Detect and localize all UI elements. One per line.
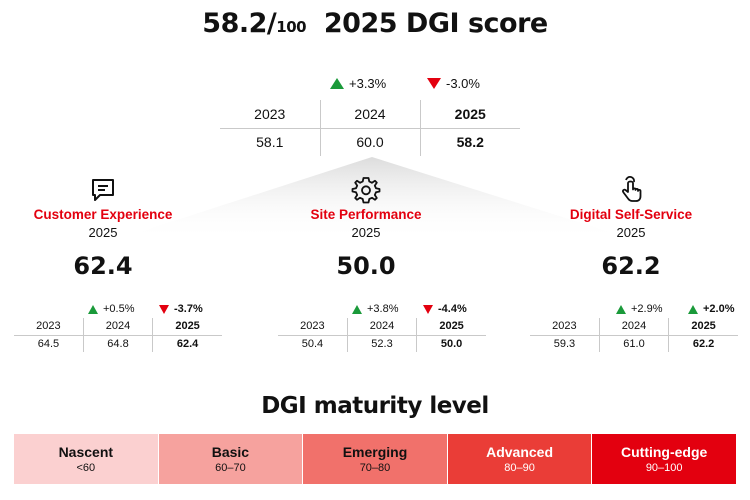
change-value: -3.0% bbox=[446, 76, 480, 91]
overall-changes: +3.3% -3.0% bbox=[220, 76, 520, 96]
year-cell: 2024 bbox=[319, 100, 420, 129]
level-range: 70–80 bbox=[359, 462, 391, 474]
level-name: Basic bbox=[211, 444, 250, 460]
year-cell: 2024 bbox=[346, 318, 417, 336]
value-cell: 58.1 bbox=[256, 134, 284, 151]
value-cell: 50.0 bbox=[416, 335, 486, 352]
customer-experience-table: +0.5% -3.7% 2023 2024 2025 64.5 64.8 62.… bbox=[14, 302, 222, 352]
gear-icon bbox=[251, 175, 481, 205]
value-cell: 64.5 bbox=[37, 337, 60, 350]
year-cell: 2024 bbox=[82, 318, 153, 336]
maturity-level-advanced: Advanced 80–90 bbox=[447, 434, 593, 484]
change-2025: -3.7% bbox=[159, 303, 203, 315]
section-site-performance: Site Performance 2025 50.0 bbox=[251, 175, 481, 280]
section-title: Site Performance bbox=[310, 207, 422, 222]
up-arrow-icon bbox=[330, 78, 344, 89]
change-value: +3.3% bbox=[349, 76, 387, 91]
year-cell: 2025 bbox=[152, 318, 222, 336]
level-name: Advanced bbox=[486, 444, 554, 460]
maturity-level-basic: Basic 60–70 bbox=[158, 434, 304, 484]
headline-out-of: 100 bbox=[276, 18, 307, 36]
level-name: Emerging bbox=[342, 444, 408, 460]
maturity-title: DGI maturity level bbox=[261, 393, 489, 419]
section-title: Digital Self-Service bbox=[569, 207, 693, 222]
down-arrow-icon bbox=[427, 78, 441, 89]
hand-pointer-icon bbox=[516, 175, 746, 205]
value-cell: 52.3 bbox=[346, 335, 417, 352]
maturity-scale: Nascent <60 Basic 60–70 Emerging 70–80 A… bbox=[14, 434, 736, 484]
year-cell: 2025 bbox=[668, 318, 738, 336]
year-cell: 2023 bbox=[220, 100, 320, 129]
overall-score-table: 2023 2024 2025 58.1 60.0 58.2 bbox=[220, 100, 520, 156]
overall-change-2025: -3.0% bbox=[427, 76, 480, 91]
up-arrow-icon bbox=[688, 304, 698, 314]
change-value: -3.7% bbox=[174, 303, 203, 315]
change-value: -4.4% bbox=[438, 303, 467, 315]
up-arrow-icon bbox=[616, 304, 626, 314]
up-arrow-icon bbox=[88, 304, 98, 314]
section-score: 62.4 bbox=[73, 252, 133, 280]
section-year: 2025 bbox=[351, 225, 381, 240]
level-range: 80–90 bbox=[504, 462, 535, 474]
overall-change-2024: +3.3% bbox=[330, 76, 386, 91]
value-cell: 50.4 bbox=[301, 337, 324, 350]
year-cell: 2025 bbox=[416, 318, 486, 336]
section-score: 50.0 bbox=[336, 252, 396, 280]
level-range: <60 bbox=[76, 462, 96, 474]
maturity-level-emerging: Emerging 70–80 bbox=[303, 434, 448, 484]
change-2024: +0.5% bbox=[88, 303, 135, 315]
down-arrow-icon bbox=[423, 304, 433, 314]
year-cell: 2024 bbox=[598, 318, 669, 336]
change-2024: +3.8% bbox=[352, 303, 399, 315]
year-cell: 2023 bbox=[14, 318, 84, 336]
change-value: +3.8% bbox=[367, 303, 399, 315]
maturity-level-nascent: Nascent <60 bbox=[14, 434, 159, 484]
section-year: 2025 bbox=[616, 225, 646, 240]
year-cell: 2023 bbox=[278, 318, 348, 336]
change-2024: +2.9% bbox=[616, 303, 663, 315]
section-title: Customer Experience bbox=[33, 207, 173, 222]
headline-score: 58.2/ bbox=[202, 8, 277, 39]
change-value: +2.9% bbox=[631, 303, 663, 315]
down-arrow-icon bbox=[159, 304, 169, 314]
value-cell: 62.4 bbox=[152, 335, 222, 352]
value-cell: 64.8 bbox=[82, 335, 153, 352]
level-name: Nascent bbox=[58, 444, 114, 460]
digital-self-service-table: +2.9% +2.0% 2023 2024 2025 59.3 61.0 62.… bbox=[530, 302, 738, 352]
change-2025: +2.0% bbox=[688, 303, 735, 315]
level-range: 60–70 bbox=[215, 462, 246, 474]
site-performance-table: +3.8% -4.4% 2023 2024 2025 50.4 52.3 50.… bbox=[278, 302, 486, 352]
value-cell: 58.2 bbox=[419, 128, 520, 156]
year-cell: 2023 bbox=[530, 318, 600, 336]
level-name: Cutting-edge bbox=[621, 444, 708, 460]
chat-bubble-icon bbox=[0, 175, 218, 205]
change-value: +2.0% bbox=[703, 303, 735, 315]
up-arrow-icon bbox=[352, 304, 362, 314]
page-title: 58.2/100 2025 DGI score bbox=[0, 8, 750, 39]
change-value: +0.5% bbox=[103, 303, 135, 315]
year-cell: 2025 bbox=[419, 100, 520, 129]
section-customer-experience: Customer Experience 2025 62.4 bbox=[0, 175, 218, 280]
section-digital-self-service: Digital Self-Service 2025 62.2 bbox=[516, 175, 746, 280]
maturity-level-cutting-edge: Cutting-edge 90–100 bbox=[592, 434, 736, 484]
change-2025: -4.4% bbox=[423, 303, 467, 315]
headline-label: 2025 DGI score bbox=[323, 8, 548, 39]
value-cell: 62.2 bbox=[668, 335, 738, 352]
section-year: 2025 bbox=[88, 225, 118, 240]
value-cell: 61.0 bbox=[598, 335, 669, 352]
value-cell: 59.3 bbox=[553, 337, 576, 350]
level-range: 90–100 bbox=[645, 462, 683, 474]
section-score: 62.2 bbox=[601, 252, 661, 280]
value-cell: 60.0 bbox=[319, 128, 420, 156]
